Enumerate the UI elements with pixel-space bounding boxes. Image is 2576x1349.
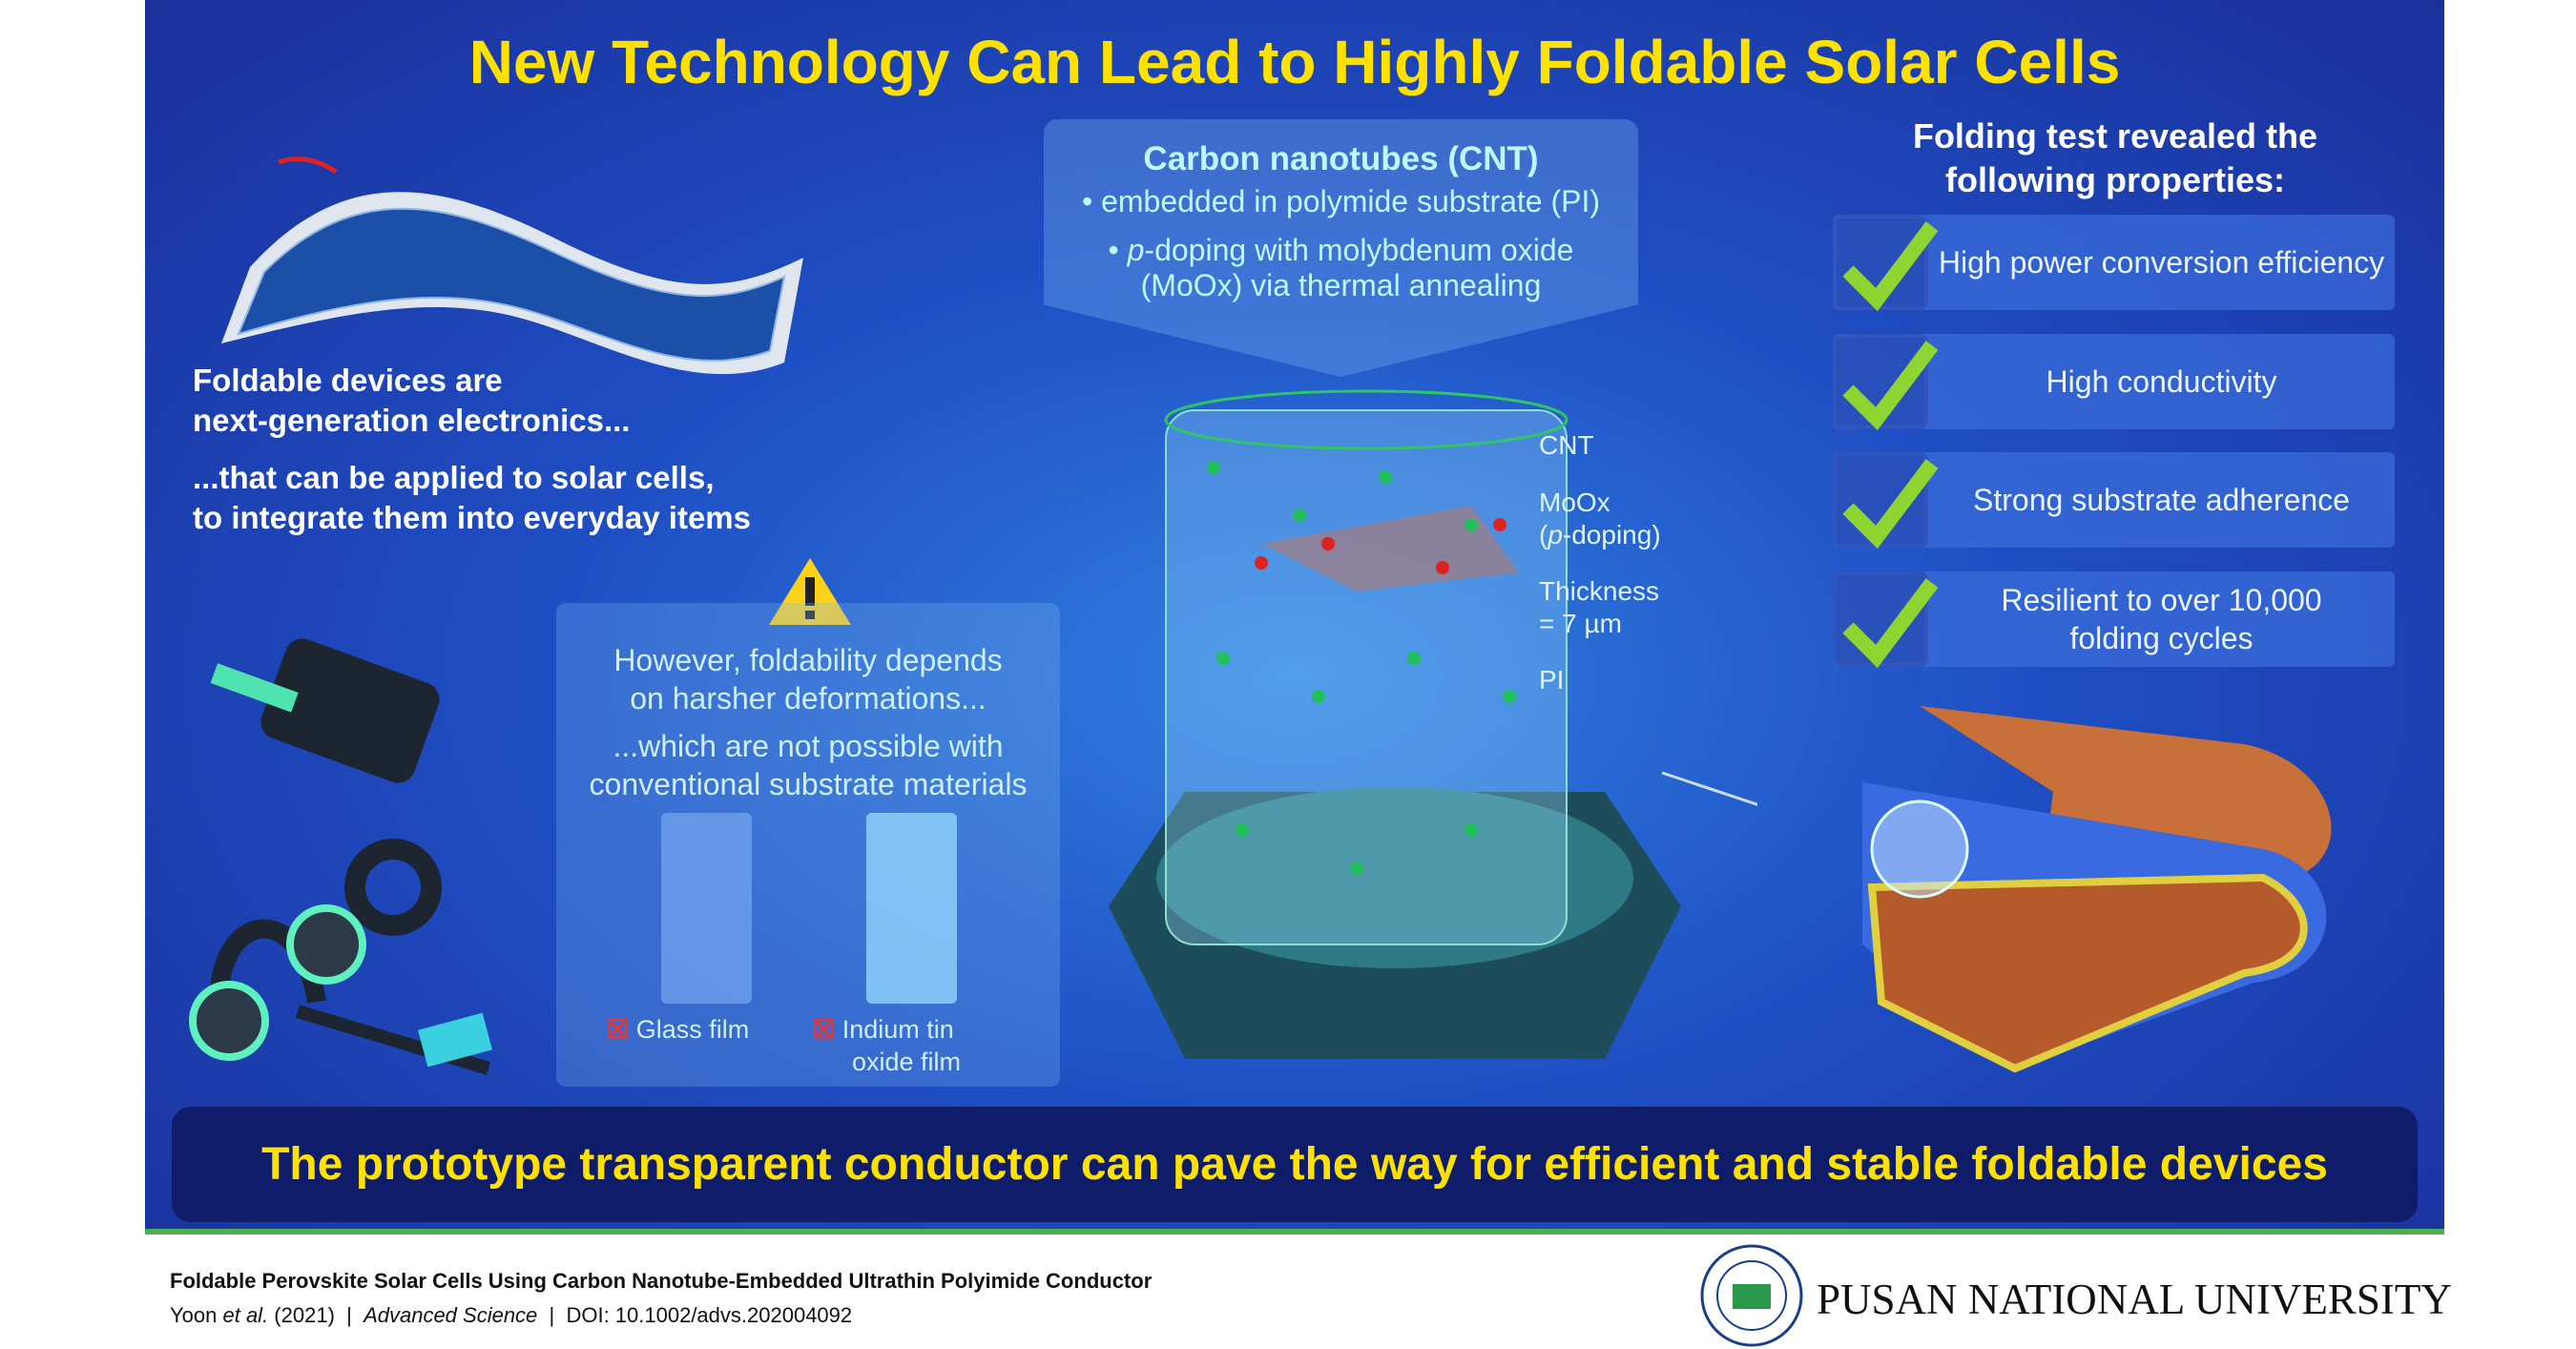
warning-text: conventional substrate materials bbox=[589, 767, 1028, 801]
university-name: PUSAN NATIONAL UNIVERSITY bbox=[1817, 1276, 2452, 1323]
warning-icon bbox=[769, 558, 851, 625]
thickness-label: Thickness = 7 µm bbox=[1539, 575, 1659, 640]
checkmark-icon bbox=[1833, 571, 1939, 669]
moox-text: MoOx bbox=[1539, 488, 1610, 517]
moox-label: MoOx(p-doping) bbox=[1539, 487, 1661, 551]
authors: Yoon bbox=[170, 1303, 223, 1327]
heading-line: Folding test revealed the bbox=[1912, 116, 2318, 156]
cnt-label: CNT bbox=[1539, 430, 1594, 460]
cnt-bullet: • p-doping with molybdenum oxide bbox=[1044, 233, 1638, 268]
citation: Yoon et al. (2021) | Advanced Science | … bbox=[170, 1303, 852, 1328]
p-italic: p bbox=[1127, 233, 1145, 267]
wearable-devices-illustration bbox=[189, 638, 492, 1075]
paren: ( bbox=[1539, 520, 1548, 550]
checkmark-icon bbox=[1833, 334, 1939, 431]
property-label: High power conversion efficiency bbox=[1938, 245, 2385, 280]
ito-film-sample bbox=[866, 813, 957, 1004]
glass-film-label: ☒ Glass film bbox=[606, 1013, 749, 1046]
bullet-text: -doping with molybdenum oxide bbox=[1144, 233, 1574, 267]
checkmark-icon bbox=[1833, 215, 1939, 312]
infographic-panel: New Technology Can Lead to Highly Foldab… bbox=[145, 0, 2444, 1233]
cnt-bullet-cont: (MoOx) via thermal annealing bbox=[1140, 268, 1542, 302]
flexible-solar-panel-illustration bbox=[221, 156, 803, 375]
cnt-heading: Carbon nanotubes (CNT) bbox=[1143, 140, 1539, 177]
conclusion-banner: The prototype transparent conductor can … bbox=[172, 1107, 2418, 1222]
property-item: High conductivity bbox=[1833, 334, 2395, 431]
divider bbox=[145, 1229, 2444, 1235]
property-label: Resilient to over 10,000 folding cycles bbox=[2001, 583, 2322, 655]
thickness-value: = 7 µm bbox=[1539, 609, 1622, 638]
pi-label: PI bbox=[1539, 665, 1565, 695]
property-item: High power conversion efficiency bbox=[1833, 215, 2395, 312]
property-label: Strong substrate adherence bbox=[1973, 483, 2350, 517]
doi: | DOI: 10.1002/advs.202004092 bbox=[537, 1303, 853, 1327]
ito-film-label: ☒ Indium tin oxide film bbox=[812, 1013, 961, 1078]
property-item: Strong substrate adherence bbox=[1833, 452, 2395, 550]
glass-label: Glass film bbox=[635, 1015, 750, 1044]
warning-text: on harsher deformations... bbox=[630, 681, 987, 716]
cnt-bullet: • embedded in polymide substrate (PI) bbox=[1081, 184, 1601, 218]
warning-text: ...which are not possible with bbox=[613, 729, 1004, 763]
foldable-intro-text: Foldable devices are next-generation ele… bbox=[193, 361, 751, 538]
cnt-tube-illustration bbox=[1109, 389, 1757, 1059]
property-label: High conductivity bbox=[2046, 364, 2277, 399]
university-seal-logo bbox=[1700, 1244, 1803, 1347]
intro-line: next-generation electronics... bbox=[193, 403, 631, 438]
substrate-warning-box: However, foldability depends on harsher … bbox=[556, 603, 1060, 1087]
doping-text: -doping) bbox=[1562, 520, 1661, 550]
cnt-info-box: Carbon nanotubes (CNT) • embedded in pol… bbox=[1044, 119, 1638, 377]
warning-text: However, foldability depends bbox=[613, 643, 1003, 677]
glass-film-sample bbox=[661, 813, 752, 1004]
folded-solar-cell-illustration bbox=[1862, 706, 2332, 1073]
p-italic: p bbox=[1548, 520, 1563, 550]
properties-heading: Folding test revealed the following prop… bbox=[1767, 114, 2444, 202]
year: (2021) | bbox=[268, 1303, 364, 1327]
ito-label: oxide film bbox=[852, 1048, 962, 1076]
heading-line: following properties: bbox=[1945, 160, 2285, 199]
infographic-title: New Technology Can Lead to Highly Foldab… bbox=[468, 28, 2121, 96]
x-mark-icon: ☒ bbox=[606, 1015, 630, 1044]
journal: Advanced Science bbox=[364, 1303, 538, 1327]
paper-title: Foldable Perovskite Solar Cells Using Ca… bbox=[170, 1269, 1153, 1293]
intro-line: Foldable devices are bbox=[193, 363, 503, 398]
et-al: et al. bbox=[222, 1303, 269, 1327]
x-mark-icon: ☒ bbox=[812, 1015, 836, 1044]
intro-line: ...that can be applied to solar cells, bbox=[193, 460, 715, 495]
pdoping-text: (p-doping) bbox=[1539, 519, 1661, 551]
ito-label: Indium tin bbox=[841, 1015, 954, 1044]
property-item: Resilient to over 10,000 folding cycles bbox=[1833, 571, 2395, 669]
checkmark-icon bbox=[1833, 452, 1939, 550]
bullet: • bbox=[1108, 233, 1128, 267]
intro-line: to integrate them into everyday items bbox=[193, 500, 751, 535]
thickness-text: Thickness bbox=[1539, 576, 1660, 606]
